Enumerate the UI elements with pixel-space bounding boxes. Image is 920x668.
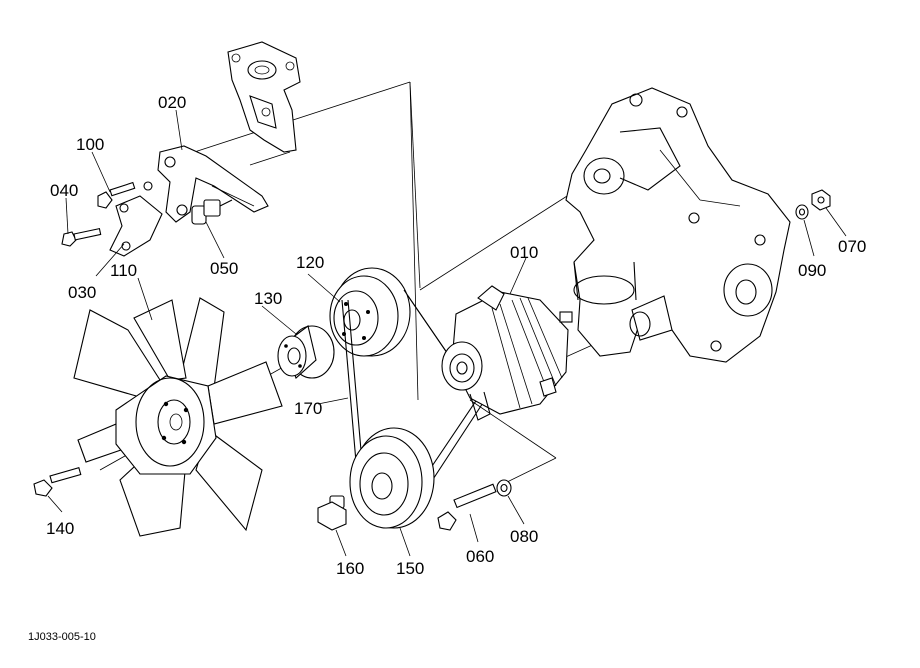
callout-110: 110 xyxy=(110,261,137,280)
alternator-bolt xyxy=(437,483,497,531)
callout-060: 060 xyxy=(466,547,494,566)
fan-spacer xyxy=(277,325,335,379)
callout-090: 090 xyxy=(798,261,826,280)
adjusting-plate xyxy=(109,195,163,257)
callout-020: 020 xyxy=(158,93,186,112)
thermostat-housing xyxy=(227,41,301,153)
callout-160: 160 xyxy=(336,559,364,578)
cooling-fan xyxy=(73,297,283,537)
callout-010: 010 xyxy=(510,243,538,262)
crankshaft-pulley xyxy=(349,427,435,529)
bolt-040 xyxy=(61,227,102,247)
fan-pulley xyxy=(329,267,411,357)
callout-labels: 010 020 030 040 050 060 070 080 090 100 … xyxy=(46,93,866,578)
callout-080: 080 xyxy=(510,527,538,546)
callout-050: 050 xyxy=(210,259,238,278)
callout-100: 100 xyxy=(76,135,104,154)
callout-040: 040 xyxy=(50,181,78,200)
drawing-code: 1J033-005-10 xyxy=(28,631,96,643)
nut xyxy=(811,189,831,211)
alternator xyxy=(441,285,573,421)
temperature-switch xyxy=(191,199,233,225)
callout-140: 140 xyxy=(46,519,74,538)
callout-030: 030 xyxy=(68,283,96,302)
callout-070: 070 xyxy=(838,237,866,256)
leader-lines xyxy=(47,109,847,557)
pulley-bolt xyxy=(317,495,347,531)
callout-130: 130 xyxy=(254,289,282,308)
washer xyxy=(496,479,512,497)
callout-120: 120 xyxy=(296,253,324,272)
fan-bolt xyxy=(33,467,82,497)
callout-170: 170 xyxy=(294,399,322,418)
alternator-bracket xyxy=(143,145,269,223)
callout-150: 150 xyxy=(396,559,424,578)
lock-washer xyxy=(795,204,809,220)
water-pump-housing xyxy=(565,87,791,363)
bolt-100 xyxy=(97,181,136,209)
